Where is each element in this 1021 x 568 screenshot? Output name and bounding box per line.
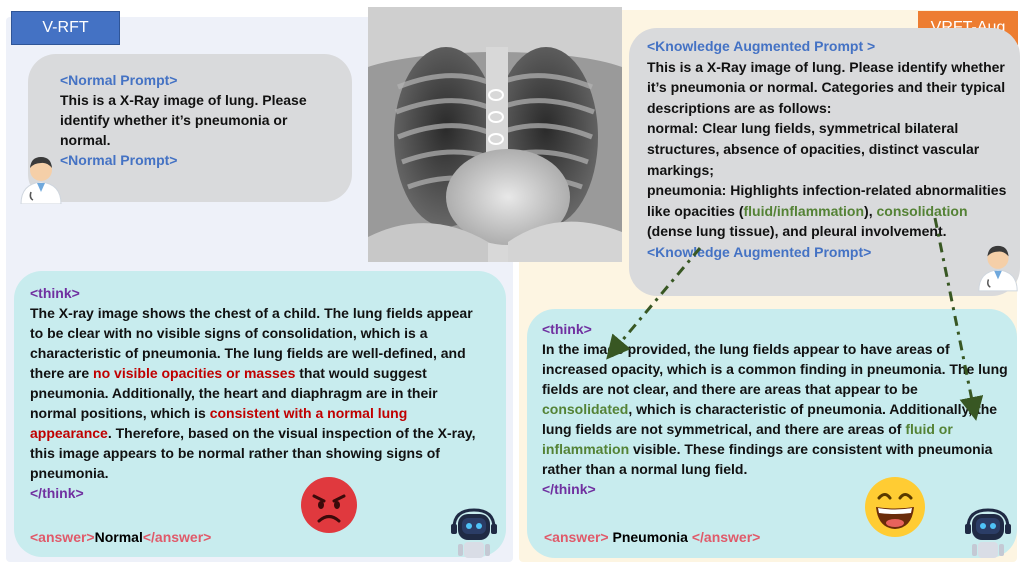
doctor-icon	[975, 240, 1021, 292]
robot-icon	[962, 506, 1014, 562]
arrow-consolidation	[610, 248, 700, 355]
arrow-fluid-inflammation	[935, 218, 975, 415]
angry-face-icon	[300, 476, 358, 534]
doctor-icon	[17, 152, 65, 204]
happy-face-icon	[863, 476, 927, 538]
robot-icon	[448, 506, 500, 562]
